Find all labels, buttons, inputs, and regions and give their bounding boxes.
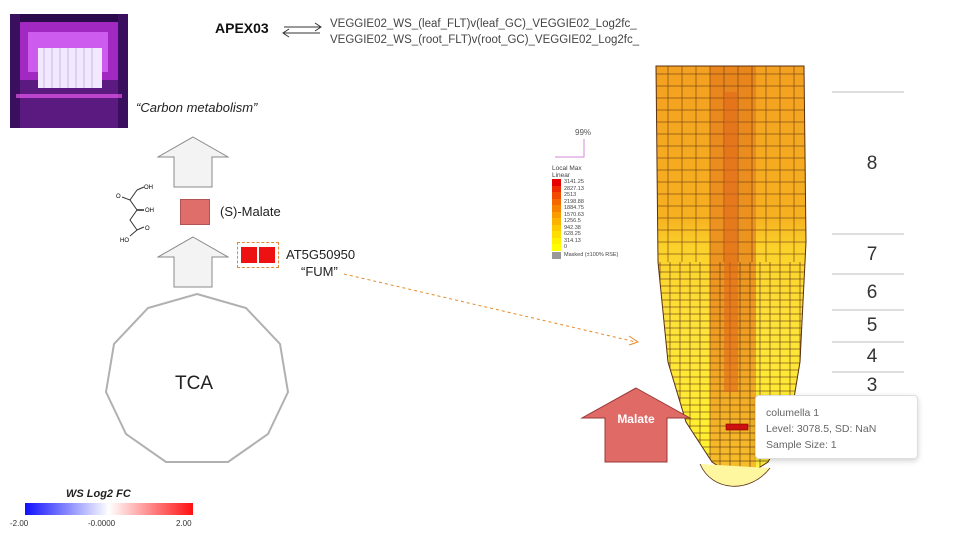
- fum-gene-group[interactable]: [237, 242, 279, 268]
- dataset-root: VEGGIE02_WS_(root_FLT)v(root_GC)_VEGGIE0…: [330, 34, 640, 46]
- efp-scale-value: 3141.25: [564, 179, 584, 186]
- stage-7: 7: [866, 244, 878, 265]
- efp-scale-swatch: [552, 237, 561, 244]
- tca-cycle-shape: [104, 292, 290, 463]
- efp-scale-value: 1570.63: [564, 211, 584, 218]
- dataset-leaf: VEGGIE02_WS_(leaf_FLT)v(leaf_GC)_VEGGIE0…: [330, 18, 637, 30]
- gene-to-root-connector: [343, 273, 640, 346]
- efp-scale-row: 2513: [552, 192, 618, 199]
- efp-scale-row: 1570.63: [552, 211, 618, 218]
- fum-leaf-box[interactable]: [241, 247, 257, 263]
- structure-label-oh-top: OH: [144, 185, 153, 191]
- efp-scale-value: 942.38: [564, 224, 581, 231]
- efp-scale-swatch: [552, 192, 561, 199]
- efp-scale-swatch: [552, 244, 561, 251]
- ws-legend-min: -2.00: [10, 519, 29, 528]
- efp-percentile-bracket: [555, 139, 585, 158]
- efp-scale-value: 2827.13: [564, 185, 584, 192]
- stage-dividers: [832, 91, 904, 373]
- stage-4: 4: [866, 346, 878, 367]
- efp-percentile: 99%: [575, 128, 592, 137]
- gene-set-title: APEX03: [215, 20, 269, 36]
- efp-scale-value: 314.13: [564, 237, 581, 244]
- efp-scale-swatch: [552, 198, 561, 205]
- efp-scale-row: 3141.25: [552, 179, 618, 186]
- ws-legend-title: WS Log2 FC: [66, 488, 131, 500]
- root-efp-image[interactable]: [640, 62, 840, 502]
- malate-structure-diagram: OH OH HO O O: [116, 185, 154, 244]
- ws-legend-max: 2.00: [176, 519, 192, 528]
- dataset-list: VEGGIE02_WS_(leaf_FLT)v(leaf_GC)_VEGGIE0…: [330, 16, 639, 48]
- efp-scale-swatch: [552, 211, 561, 218]
- efp-scale-row: 314.13: [552, 237, 618, 244]
- masked-label: Masked (±100% RSE): [564, 252, 619, 258]
- stage-8: 8: [866, 153, 878, 174]
- efp-scale-row: 628.25: [552, 231, 618, 238]
- efp-scale-swatch: [552, 231, 561, 238]
- efp-scale-row: 1256.5: [552, 218, 618, 225]
- gene-name-label: “FUM”: [301, 264, 338, 279]
- efp-scale-value: 1256.5: [564, 218, 581, 225]
- tca-label: TCA: [175, 373, 213, 394]
- efp-scale-swatch: [552, 179, 561, 186]
- stage-6: 6: [866, 282, 878, 303]
- efp-scale-swatch: [552, 224, 561, 231]
- tooltip-tissue: columella 1: [766, 407, 820, 419]
- structure-label-o-top: O: [116, 194, 121, 200]
- ws-legend-gradient: [25, 503, 193, 515]
- efp-scale-swatch: [552, 185, 561, 192]
- structure-label-ho: HO: [120, 238, 129, 244]
- fum-root-box[interactable]: [259, 247, 275, 263]
- structure-label-o-bottom: O: [145, 226, 150, 232]
- lower-flow-arrow: [157, 236, 229, 288]
- malate-label: (S)-Malate: [220, 204, 281, 219]
- efp-scale-row: 2827.13: [552, 185, 618, 192]
- tooltip-level: Level: 3078.5, SD: NaN: [766, 423, 877, 435]
- plant-growth-photo: [10, 14, 128, 128]
- efp-scale-row: 2198.88: [552, 198, 618, 205]
- efp-scale-value: 2198.88: [564, 198, 584, 205]
- tooltip-sample-size: Sample Size: 1: [766, 439, 837, 451]
- columella-highlight[interactable]: [725, 423, 749, 431]
- efp-scale-value: 1884.75: [564, 205, 584, 212]
- efp-scale-value: 628.25: [564, 231, 581, 238]
- efp-scale-type: Linear: [552, 172, 571, 179]
- efp-scale-value: 2513: [564, 192, 577, 199]
- tissue-tooltip: columella 1 Level: 3078.5, SD: NaN Sampl…: [755, 395, 918, 459]
- structure-label-oh-mid: OH: [145, 208, 154, 214]
- stage-5: 5: [866, 315, 878, 336]
- malate-arrow-label: Malate: [617, 412, 655, 426]
- stage-3: 3: [866, 375, 878, 396]
- ws-legend-mid: -0.0000: [88, 519, 116, 528]
- efp-scale-swatch: [552, 218, 561, 225]
- efp-scale-swatch: [552, 205, 561, 212]
- efp-scale-row: 1884.75: [552, 205, 618, 212]
- gene-id-label: AT5G50950: [286, 247, 356, 262]
- masked-swatch: [552, 251, 561, 259]
- bidirectional-arrow-icon: [282, 22, 322, 38]
- efp-scale-value: 0: [564, 244, 568, 251]
- efp-scale-row: 942.38: [552, 224, 618, 231]
- upper-flow-arrow: [157, 136, 229, 188]
- pathway-title: “Carbon metabolism”: [136, 100, 258, 115]
- efp-scale-title: Local Max: [552, 165, 582, 172]
- malate-red-arrow: [580, 387, 692, 463]
- malate-metabolite-box[interactable]: [180, 199, 210, 225]
- efp-scale-row: 0: [552, 244, 618, 251]
